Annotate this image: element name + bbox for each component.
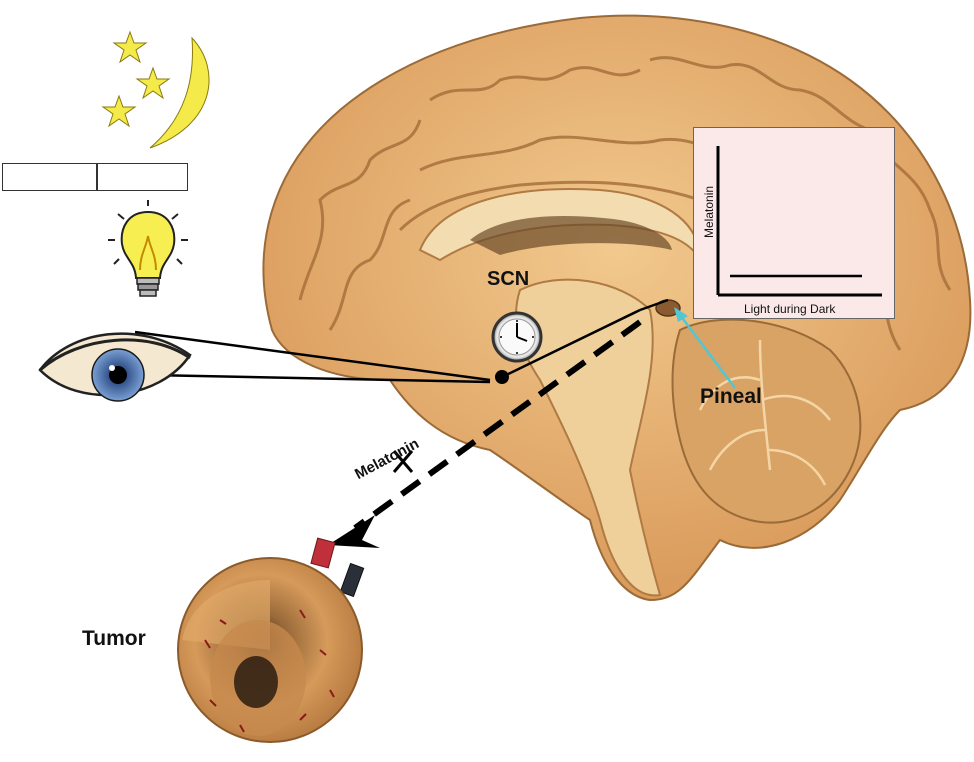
scn-node <box>495 370 509 384</box>
clock-icon <box>493 313 541 361</box>
star-icon <box>103 32 169 126</box>
inset-xlabel: Light during Dark <box>744 302 835 316</box>
arrow-icon <box>328 515 380 548</box>
light-bulb-icon <box>108 200 188 296</box>
pineal-label: Pineal <box>700 385 762 409</box>
tumor-label: Tumor <box>82 627 146 651</box>
eye-icon <box>40 334 190 401</box>
inset-graph: Melatonin Light during Dark <box>693 127 895 319</box>
inset-graph-axes <box>694 128 896 320</box>
tumor-image <box>178 538 364 742</box>
inset-ylabel: Melatonin <box>702 186 716 238</box>
scn-label: SCN <box>487 268 529 291</box>
light-switch-divider <box>96 164 98 190</box>
light-switch-icon <box>2 163 188 191</box>
